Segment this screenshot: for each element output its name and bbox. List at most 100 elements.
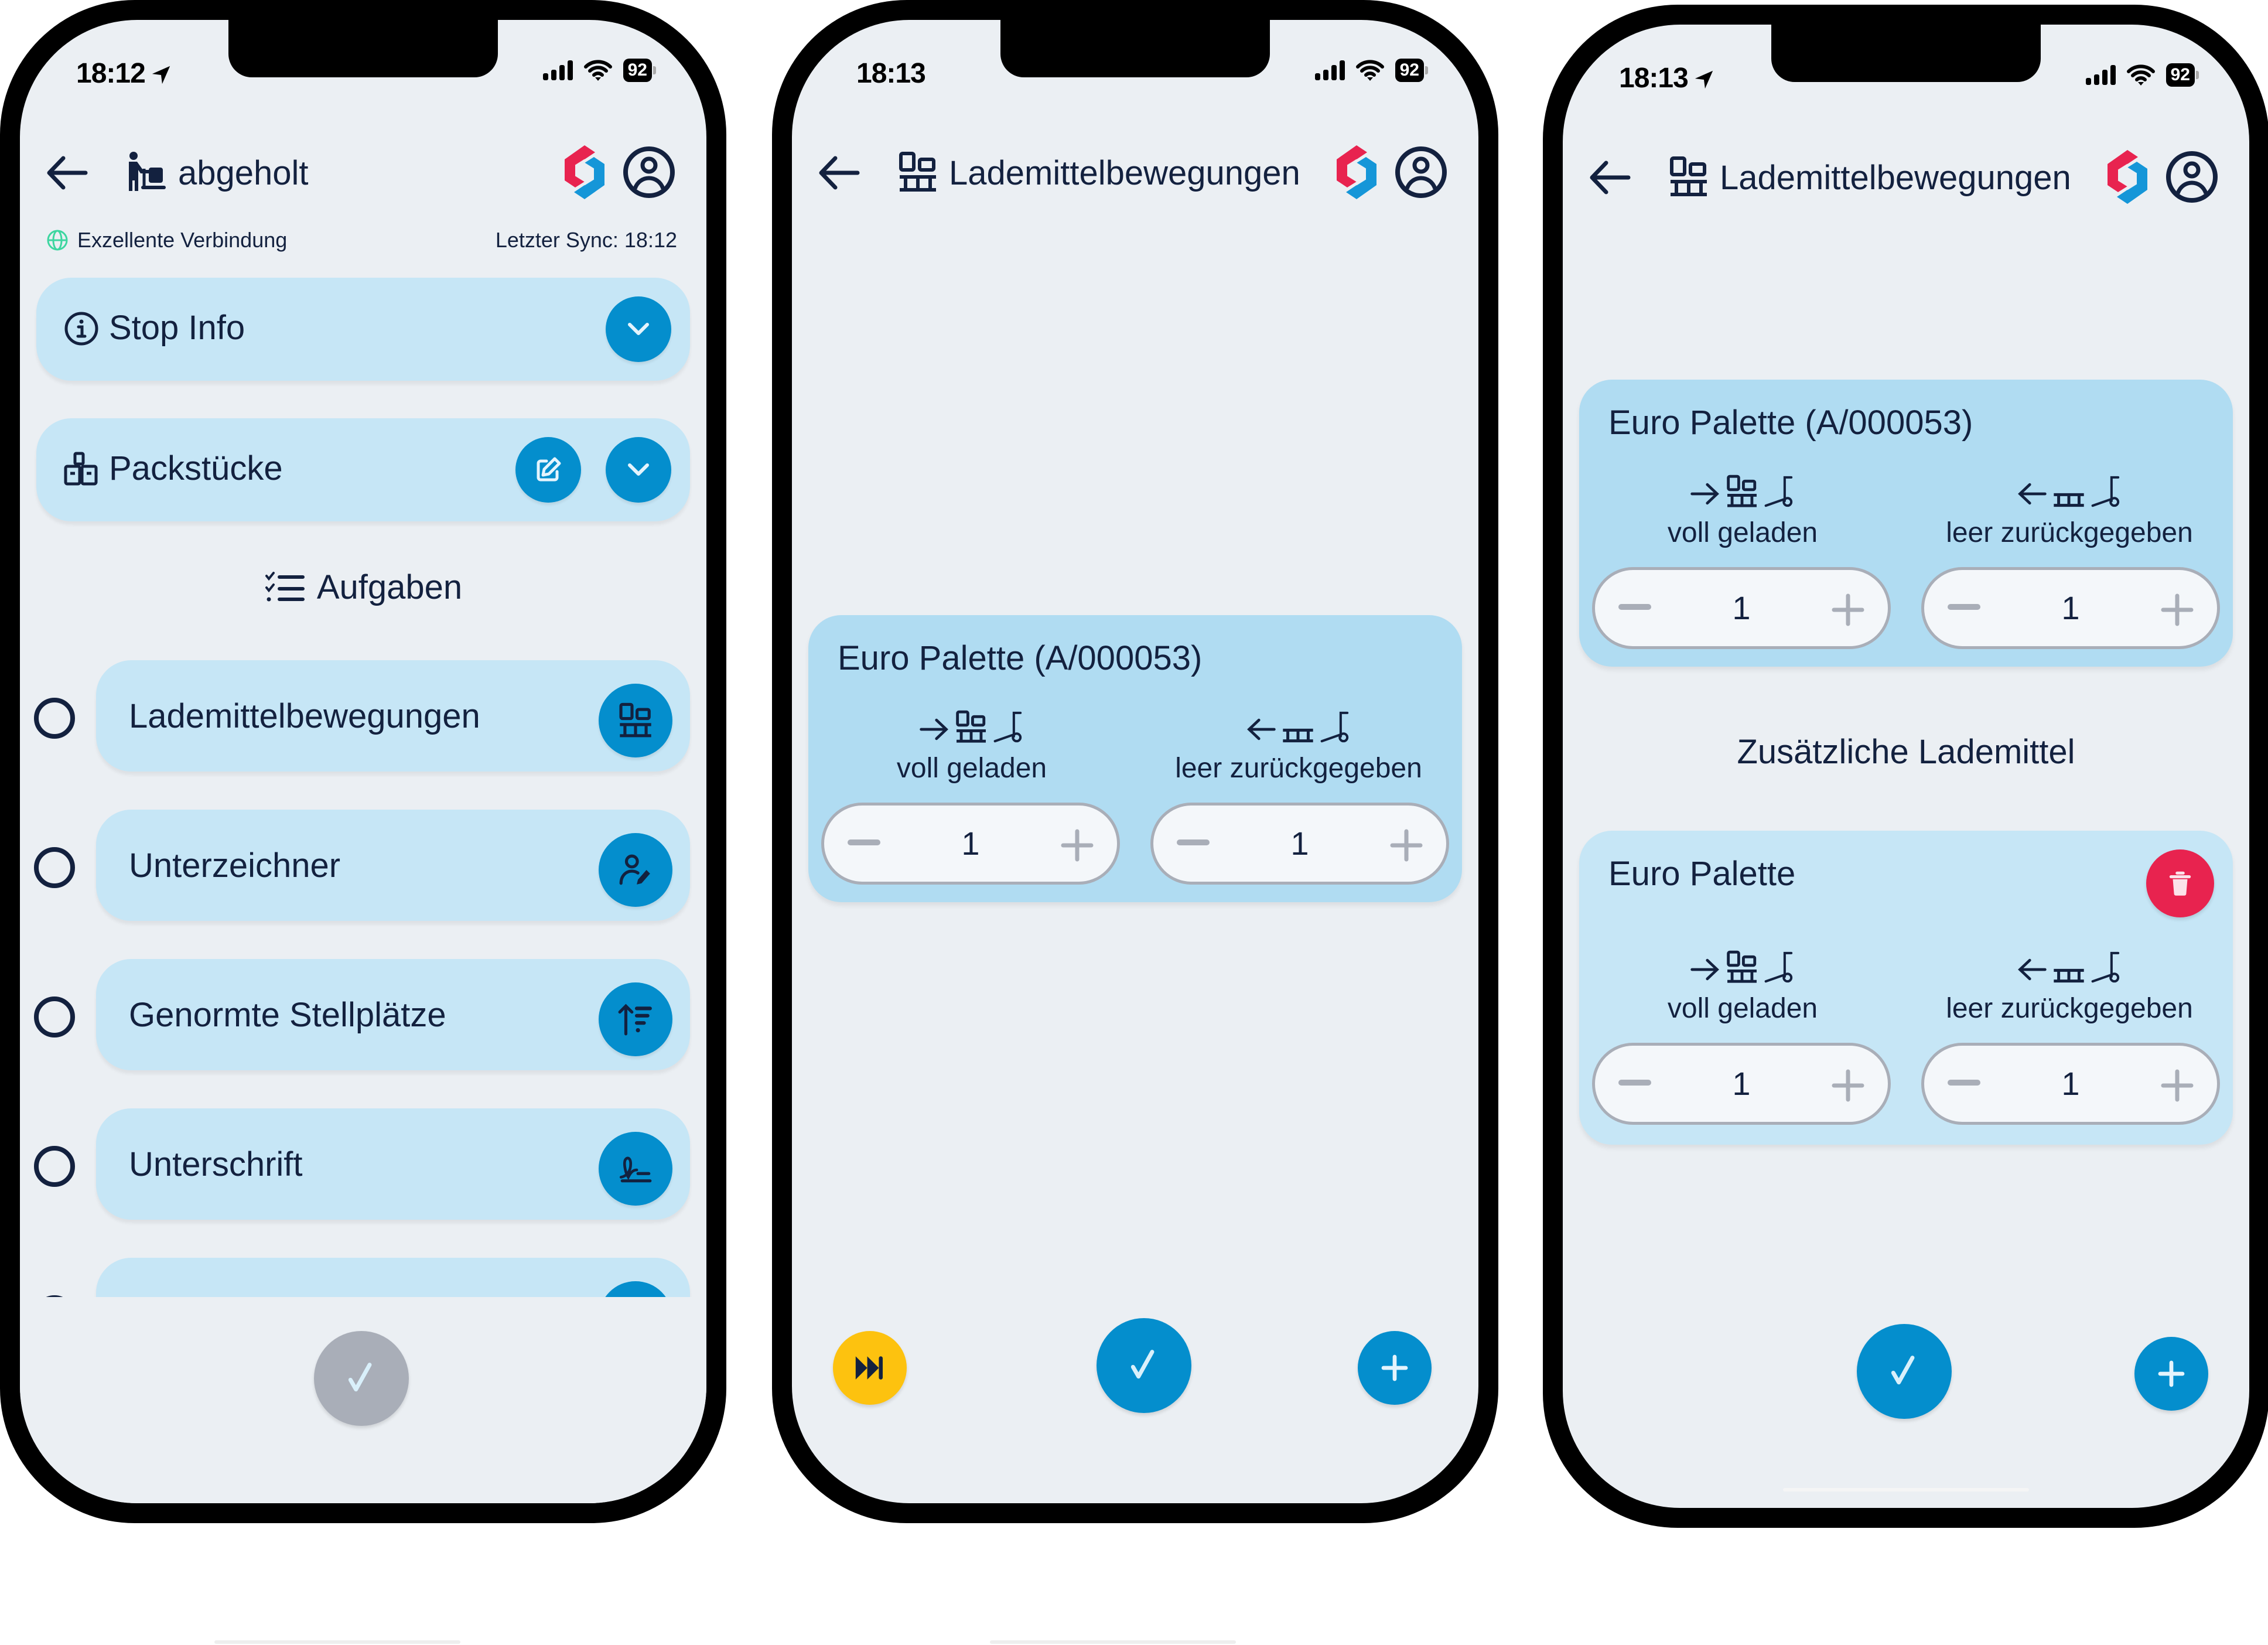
plus-icon[interactable] [1390, 829, 1423, 862]
back-arrow-icon[interactable] [43, 152, 90, 193]
quantity-value[interactable]: 1 [1732, 1065, 1751, 1102]
info-icon [63, 310, 100, 347]
page-title: Lademittelbewegungen [1720, 159, 2071, 197]
quantity-value[interactable]: 1 [1290, 825, 1309, 862]
add-lademittel-button[interactable] [2134, 1337, 2208, 1411]
confirm-button-disabled[interactable] [314, 1331, 409, 1426]
returned-caption: leer zurückgegeben [1946, 993, 2193, 1024]
loaded-column: voll geladen [1579, 943, 1906, 1025]
returned-column: leer zurückgegeben [1135, 703, 1462, 784]
phone-frame-stop-overview: 18:12 92 abgeholt Exzellente Verbindung … [0, 0, 726, 1523]
tasks-heading: Aufgaben [20, 568, 706, 613]
profile-icon[interactable] [2165, 150, 2219, 204]
additional-lademittel-card: Euro Palette voll geladen leer zurückg [1579, 831, 2233, 1145]
confirm-button[interactable] [1857, 1324, 1952, 1419]
location-arrow-icon [1693, 69, 1715, 91]
quantity-value[interactable]: 1 [2061, 1065, 2080, 1102]
edit-button[interactable] [515, 437, 581, 503]
user-edit-icon [617, 852, 654, 888]
home-indicator [1783, 1488, 2029, 1492]
check-icon [1884, 1351, 1925, 1392]
task-card[interactable]: Lademittelbewegungen [96, 660, 690, 772]
last-sync: Letzter Sync: 18:12 [495, 228, 677, 252]
pallet-jack-icon [1763, 475, 1796, 508]
profile-icon[interactable] [622, 145, 676, 199]
returned-caption: leer zurückgegeben [1946, 517, 2193, 548]
pallet-jack-icon [1763, 950, 1796, 984]
lademittel-name: Euro Palette (A/000053) [1608, 404, 1973, 442]
app-bar: Lademittelbewegungen [1563, 142, 2249, 212]
quantity-value[interactable]: 1 [961, 825, 980, 862]
check-icon [1123, 1345, 1164, 1386]
task-card[interactable]: Genormte Stellplätze [96, 959, 690, 1070]
pallet-icon [617, 702, 654, 739]
arrow-left-icon [2016, 479, 2048, 508]
status-bar: 18:12 92 [20, 47, 706, 94]
returned-caption: leer zurückgegeben [1175, 753, 1422, 784]
notch [1000, 20, 1270, 77]
accordion-stop-info[interactable]: Stop Info [36, 278, 690, 381]
location-arrow-icon [150, 64, 172, 86]
returned-quantity-stepper[interactable]: 1 [1921, 567, 2220, 649]
returned-quantity-stepper[interactable]: 1 [1921, 1043, 2220, 1125]
quantity-value[interactable]: 1 [2061, 589, 2080, 626]
loaded-quantity-stepper[interactable]: 1 [1592, 567, 1891, 649]
task-label: Unterzeichner [129, 847, 341, 885]
task-action-button[interactable] [599, 684, 672, 757]
pallet-jack-icon [992, 710, 1026, 744]
chevron-down-icon [624, 455, 653, 484]
task-status-radio[interactable] [34, 996, 75, 1037]
back-arrow-icon[interactable] [1586, 157, 1633, 198]
arrow-left-icon [2016, 955, 2048, 984]
task-status-radio[interactable] [34, 698, 75, 739]
returned-column: leer zurückgegeben [1906, 467, 2233, 549]
task-action-button[interactable] [599, 1132, 672, 1206]
brand-logo-icon [2106, 149, 2149, 205]
confirm-button[interactable] [1097, 1318, 1191, 1413]
plus-icon[interactable] [1061, 829, 1094, 862]
arrow-left-icon [1245, 715, 1278, 744]
status-bar: 18:13 92 [792, 47, 1478, 94]
task-action-button[interactable] [599, 982, 672, 1056]
phone-frame-lademittel: 18:13 92 Lademittelbewegungen Euro Palet… [772, 0, 1498, 1523]
task-row[interactable]: Lademittelbewegungen [20, 660, 690, 772]
signal-icon [2085, 65, 2116, 85]
task-card[interactable]: Unterschrift [96, 1108, 690, 1220]
delete-button[interactable] [2146, 849, 2214, 917]
task-row[interactable]: Unterschrift [20, 1108, 690, 1220]
plus-icon[interactable] [2161, 593, 2194, 626]
expand-button[interactable] [606, 296, 671, 362]
loaded-quantity-stepper[interactable]: 1 [1592, 1043, 1891, 1125]
plus-icon[interactable] [1832, 593, 1864, 626]
task-status-radio[interactable] [34, 1146, 75, 1187]
task-row[interactable]: Genormte Stellplätze [20, 959, 690, 1070]
plus-icon[interactable] [2161, 1069, 2194, 1102]
pallet-empty-icon [1281, 724, 1315, 744]
profile-icon[interactable] [1394, 145, 1448, 199]
add-lademittel-button[interactable] [1358, 1331, 1432, 1405]
sort-ascending-icon [617, 1001, 654, 1037]
task-label: Unterschrift [129, 1145, 303, 1183]
task-row[interactable]: Unterzeichner [20, 810, 690, 921]
connection-label: Exzellente Verbindung [77, 228, 288, 252]
notch [228, 20, 498, 77]
loaded-quantity-stepper[interactable]: 1 [821, 803, 1120, 885]
task-card[interactable]: Unterzeichner [96, 810, 690, 921]
returned-quantity-stepper[interactable]: 1 [1150, 803, 1449, 885]
status-bar: 18:13 92 [1563, 52, 2249, 98]
plus-icon[interactable] [1832, 1069, 1864, 1102]
expand-button[interactable] [606, 437, 671, 503]
task-status-radio[interactable] [34, 847, 75, 888]
accordion-packstuecke[interactable]: Packstücke [36, 418, 690, 521]
screen: 18:13 92 Lademittelbewegungen Euro Palet… [1563, 25, 2249, 1508]
skip-button[interactable] [833, 1331, 907, 1405]
quantity-value[interactable]: 1 [1732, 589, 1751, 626]
task-action-button[interactable] [599, 833, 672, 907]
signature-icon [617, 1151, 654, 1187]
arrow-right-icon [1689, 955, 1722, 984]
loaded-caption: voll geladen [896, 753, 1047, 784]
signal-icon [542, 60, 573, 80]
back-arrow-icon[interactable] [815, 152, 862, 193]
shadow-bar [214, 1640, 460, 1644]
lademittel-card: Euro Palette (A/000053) voll geladen lee… [808, 615, 1462, 902]
